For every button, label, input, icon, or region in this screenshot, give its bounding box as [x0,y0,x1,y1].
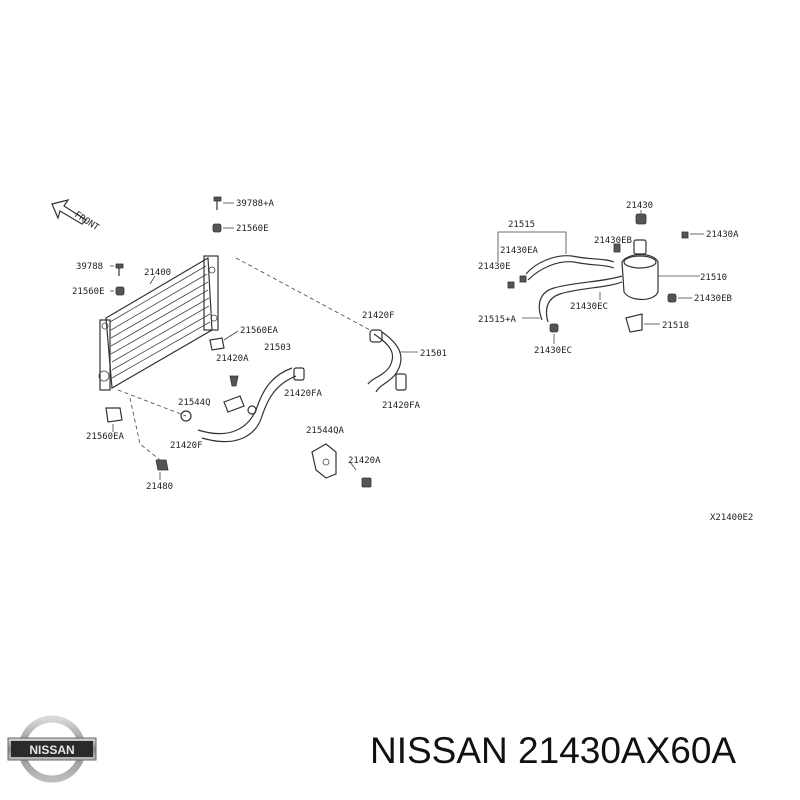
label-21430ec-mid: 21430EC [570,302,608,312]
grommet-21560ea-mid-icon [209,337,225,351]
bracket-21518-icon [625,313,643,333]
grommet-21560e-top-icon [212,223,234,233]
cap-21430-icon [635,213,647,225]
clip-21430a-icon [681,231,689,239]
guide-dashed-2 [117,389,187,417]
label-21420f-low: 21420F [170,441,203,451]
label-21480: 21480 [146,482,173,492]
guide-dashed-3 [129,397,161,461]
label-21518: 21518 [662,321,689,331]
label-21560e-left: 21560E [72,287,105,297]
clip-21430eb-top-icon [613,243,621,253]
lower-hose-21503-icon [180,367,305,443]
clip-21430eb-right-icon [667,293,677,303]
label-21544q: 21544Q [178,398,211,408]
bolt-21420a-low-icon [349,461,372,488]
leader-21560ea-mid [223,330,239,341]
label-21430: 21430 [626,201,653,211]
reference-code: X21400E2 [710,513,753,523]
guide-dashed-1 [235,257,371,331]
label-21420a-mid: 21420A [216,354,249,364]
label-39788: 39788 [76,262,103,272]
label-21510: 21510 [700,273,727,283]
overflow-hose-21515-icon [519,255,615,283]
label-21420a-low: 21420A [348,456,381,466]
label-21515: 21515 [508,220,535,230]
label-21560ea-mid: 21560EA [240,326,279,336]
upper-hose-21501-icon [367,329,418,393]
part-title: NISSAN 21430AX60A [370,730,737,771]
label-21430ec-low: 21430EC [534,346,572,356]
grommet-21560e-left-icon [110,286,125,296]
label-21560ea-low: 21560EA [86,432,125,442]
label-21430e: 21430E [478,262,511,272]
label-21430eb-right: 21430EB [694,294,732,304]
label-21400: 21400 [144,268,171,278]
label-21544qa: 21544QA [306,426,345,436]
label-21503: 21503 [264,343,291,353]
grommet-21560ea-low-icon [105,407,123,432]
label-21430eb-top: 21430EB [594,236,632,246]
bracket-21544q-icon [223,395,245,413]
drain-plug-21480-icon [155,459,169,480]
label-21430ea: 21430EA [500,246,539,256]
overflow-hose-21515a-icon [507,275,623,333]
label-21430a: 21430A [706,230,739,240]
nissan-logo-icon: NISSAN [7,715,97,783]
bracket-21544qa-icon [311,443,337,479]
label-39788a: 39788+A [236,199,275,209]
bolt-39788-icon [110,263,124,276]
clip-21420a-mid-icon [229,375,239,387]
leader-21515-group [497,231,567,262]
radiator-icon [98,255,219,391]
label-21420fa-right: 21420FA [382,401,421,411]
label-21515a: 21515+A [478,315,517,325]
front-arrow-icon [51,199,87,225]
bolt-39788a-icon [213,196,234,210]
label-21420fa-mid: 21420FA [284,389,323,399]
front-label: FRONT [72,210,101,233]
leader-21400 [149,275,156,285]
label-21501: 21501 [420,349,447,359]
label-21560e-top: 21560E [236,224,269,234]
reservoir-tank-21510-icon [621,239,700,301]
nissan-logo-text: NISSAN [29,743,74,757]
label-21420f-right: 21420F [362,311,395,321]
